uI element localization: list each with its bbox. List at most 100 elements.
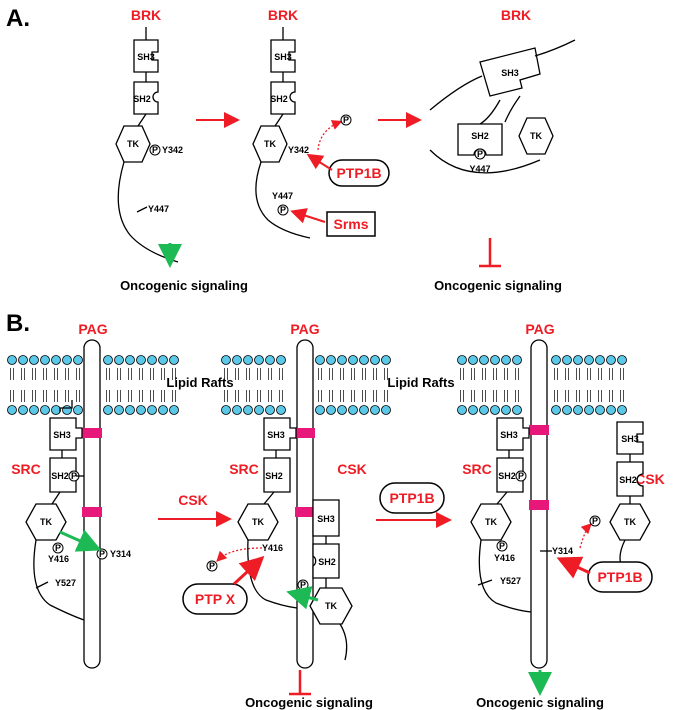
- lipid-tail: [21, 368, 25, 380]
- lipid-head: [501, 355, 511, 365]
- phosphate-p: P: [343, 115, 349, 125]
- lipid-head: [326, 355, 336, 365]
- site-y342: Y342: [162, 145, 183, 155]
- lipid-tail: [224, 368, 228, 380]
- lipid-head: [114, 355, 124, 365]
- lipid-tail: [279, 368, 283, 380]
- phosphate-p: P: [518, 471, 524, 481]
- pag-label-3: PAG: [525, 321, 554, 337]
- panel-a-label: A.: [6, 5, 30, 32]
- lipid-head: [276, 405, 286, 415]
- lipid-head: [7, 405, 17, 415]
- lipid-tail: [384, 368, 388, 380]
- lipid-tail: [587, 390, 591, 402]
- lipid-head: [265, 355, 275, 365]
- lipid-tail: [362, 390, 366, 402]
- lipid-tail: [620, 368, 624, 380]
- brk-label-3: BRK: [501, 7, 531, 23]
- lipid-rafts-label-2: Lipid Rafts: [387, 375, 454, 390]
- lipid-head: [359, 405, 369, 415]
- lipid-head: [62, 355, 72, 365]
- lipid-tail: [43, 368, 47, 380]
- sh2-label: SH2: [318, 557, 336, 567]
- lipid-head: [265, 405, 275, 415]
- lipid-tail: [620, 390, 624, 402]
- lipid-tail: [54, 368, 58, 380]
- lipid-head: [315, 355, 325, 365]
- sh2-label: SH2: [133, 94, 151, 104]
- lipid-head: [232, 405, 242, 415]
- lipid-head: [551, 355, 561, 365]
- phosphate-p: P: [592, 516, 598, 526]
- sh3-label: SH3: [621, 434, 639, 444]
- lipid-tail: [161, 390, 165, 402]
- lipid-tail: [150, 390, 154, 402]
- lipid-head: [18, 355, 28, 365]
- green-arrow-icon: [286, 586, 319, 610]
- srms-box: [326, 211, 376, 237]
- lipid-head: [490, 405, 500, 415]
- lipid-head: [457, 355, 467, 365]
- lipid-tail: [106, 368, 110, 380]
- sh2-domain: [133, 81, 159, 115]
- lipid-tail: [65, 390, 69, 402]
- phosphate-icon: [149, 144, 161, 156]
- lipid-tail: [554, 368, 558, 380]
- pag-palmitoyl-site: [82, 428, 102, 438]
- site-y314: Y314: [552, 546, 573, 556]
- lipid-head: [232, 355, 242, 365]
- pag-label-1: PAG: [78, 321, 107, 337]
- csk-label: CSK: [337, 461, 367, 477]
- lipid-head: [315, 405, 325, 415]
- lipid-head: [468, 405, 478, 415]
- lipid-tail: [279, 390, 283, 402]
- site-y447: Y447: [148, 204, 169, 214]
- lipid-head: [617, 405, 627, 415]
- lipid-tail: [172, 390, 176, 402]
- lipid-head: [348, 405, 358, 415]
- lipid-tail: [373, 368, 377, 380]
- lipid-tail: [65, 368, 69, 380]
- lipid-head: [73, 405, 83, 415]
- green-arrow-icon: [59, 529, 102, 552]
- lipid-head: [29, 355, 39, 365]
- src-state-1: SRC SH3 SH2 P TK P Y416 Y527 P Y314: [11, 400, 131, 621]
- lipid-tail: [493, 390, 497, 402]
- site-y416: Y416: [48, 554, 69, 564]
- lipid-tail: [471, 368, 475, 380]
- csk-arrow-label: CSK: [178, 492, 208, 508]
- lipid-tail: [318, 368, 322, 380]
- tk-label: TK: [264, 139, 276, 149]
- ptp1b-pill-b2: [587, 561, 653, 593]
- lipid-head: [254, 405, 264, 415]
- lipid-tail: [598, 390, 602, 402]
- tk-label: TK: [325, 601, 337, 611]
- lipid-tail: [76, 368, 80, 380]
- phosphate-p: P: [499, 541, 505, 551]
- lipid-tail: [268, 368, 272, 380]
- lipid-tail: [482, 390, 486, 402]
- lipid-head: [457, 405, 467, 415]
- phosphate-p: P: [209, 561, 215, 571]
- lipid-head: [584, 355, 594, 365]
- lipid-tail: [384, 390, 388, 402]
- lipid-head: [326, 405, 336, 415]
- brk-dephosphorylation-state: BRK SH3 SH2 TK Y342 P Y447 P: [252, 7, 352, 239]
- pag-rod-2: [296, 339, 314, 669]
- red-arrow-icon: [556, 556, 591, 579]
- lipid-tail: [139, 368, 143, 380]
- site-y527: Y527: [55, 578, 76, 588]
- src-label: SRC: [462, 461, 492, 477]
- lipid-tail: [246, 390, 250, 402]
- pag-label-2: PAG: [290, 321, 319, 337]
- lipid-head: [501, 405, 511, 415]
- phosphate-p: P: [99, 549, 105, 559]
- tk-label: TK: [530, 131, 542, 141]
- lipid-tail: [471, 390, 475, 402]
- lipid-tail: [460, 368, 464, 380]
- lipid-tail: [362, 368, 366, 380]
- lipid-tail: [32, 390, 36, 402]
- tk-label: TK: [485, 517, 497, 527]
- lipid-head: [158, 405, 168, 415]
- lipid-head: [29, 405, 39, 415]
